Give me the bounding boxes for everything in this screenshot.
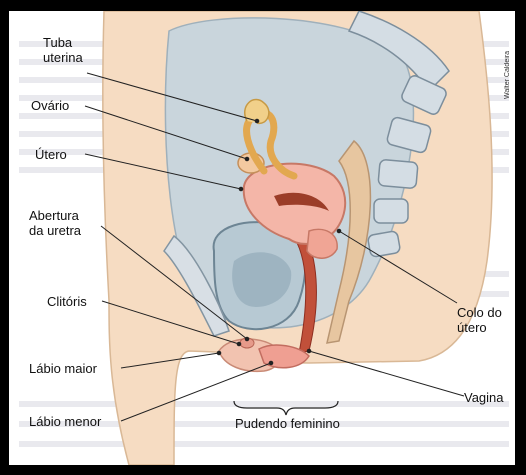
label-ovario: Ovário [31, 98, 69, 113]
label-utero: Útero [35, 147, 67, 162]
illustrator-credit: Walter Caldeira [504, 51, 511, 99]
label-labio-maior: Lábio maior [29, 361, 97, 376]
label-vagina: Vagina [464, 390, 504, 405]
cervix [307, 229, 337, 258]
label-pudendo-feminino: Pudendo feminino [235, 416, 340, 431]
label-clitoris: Clitóris [47, 294, 87, 309]
label-labio-menor: Lábio menor [29, 414, 101, 429]
anatomy-illustration [9, 11, 515, 465]
